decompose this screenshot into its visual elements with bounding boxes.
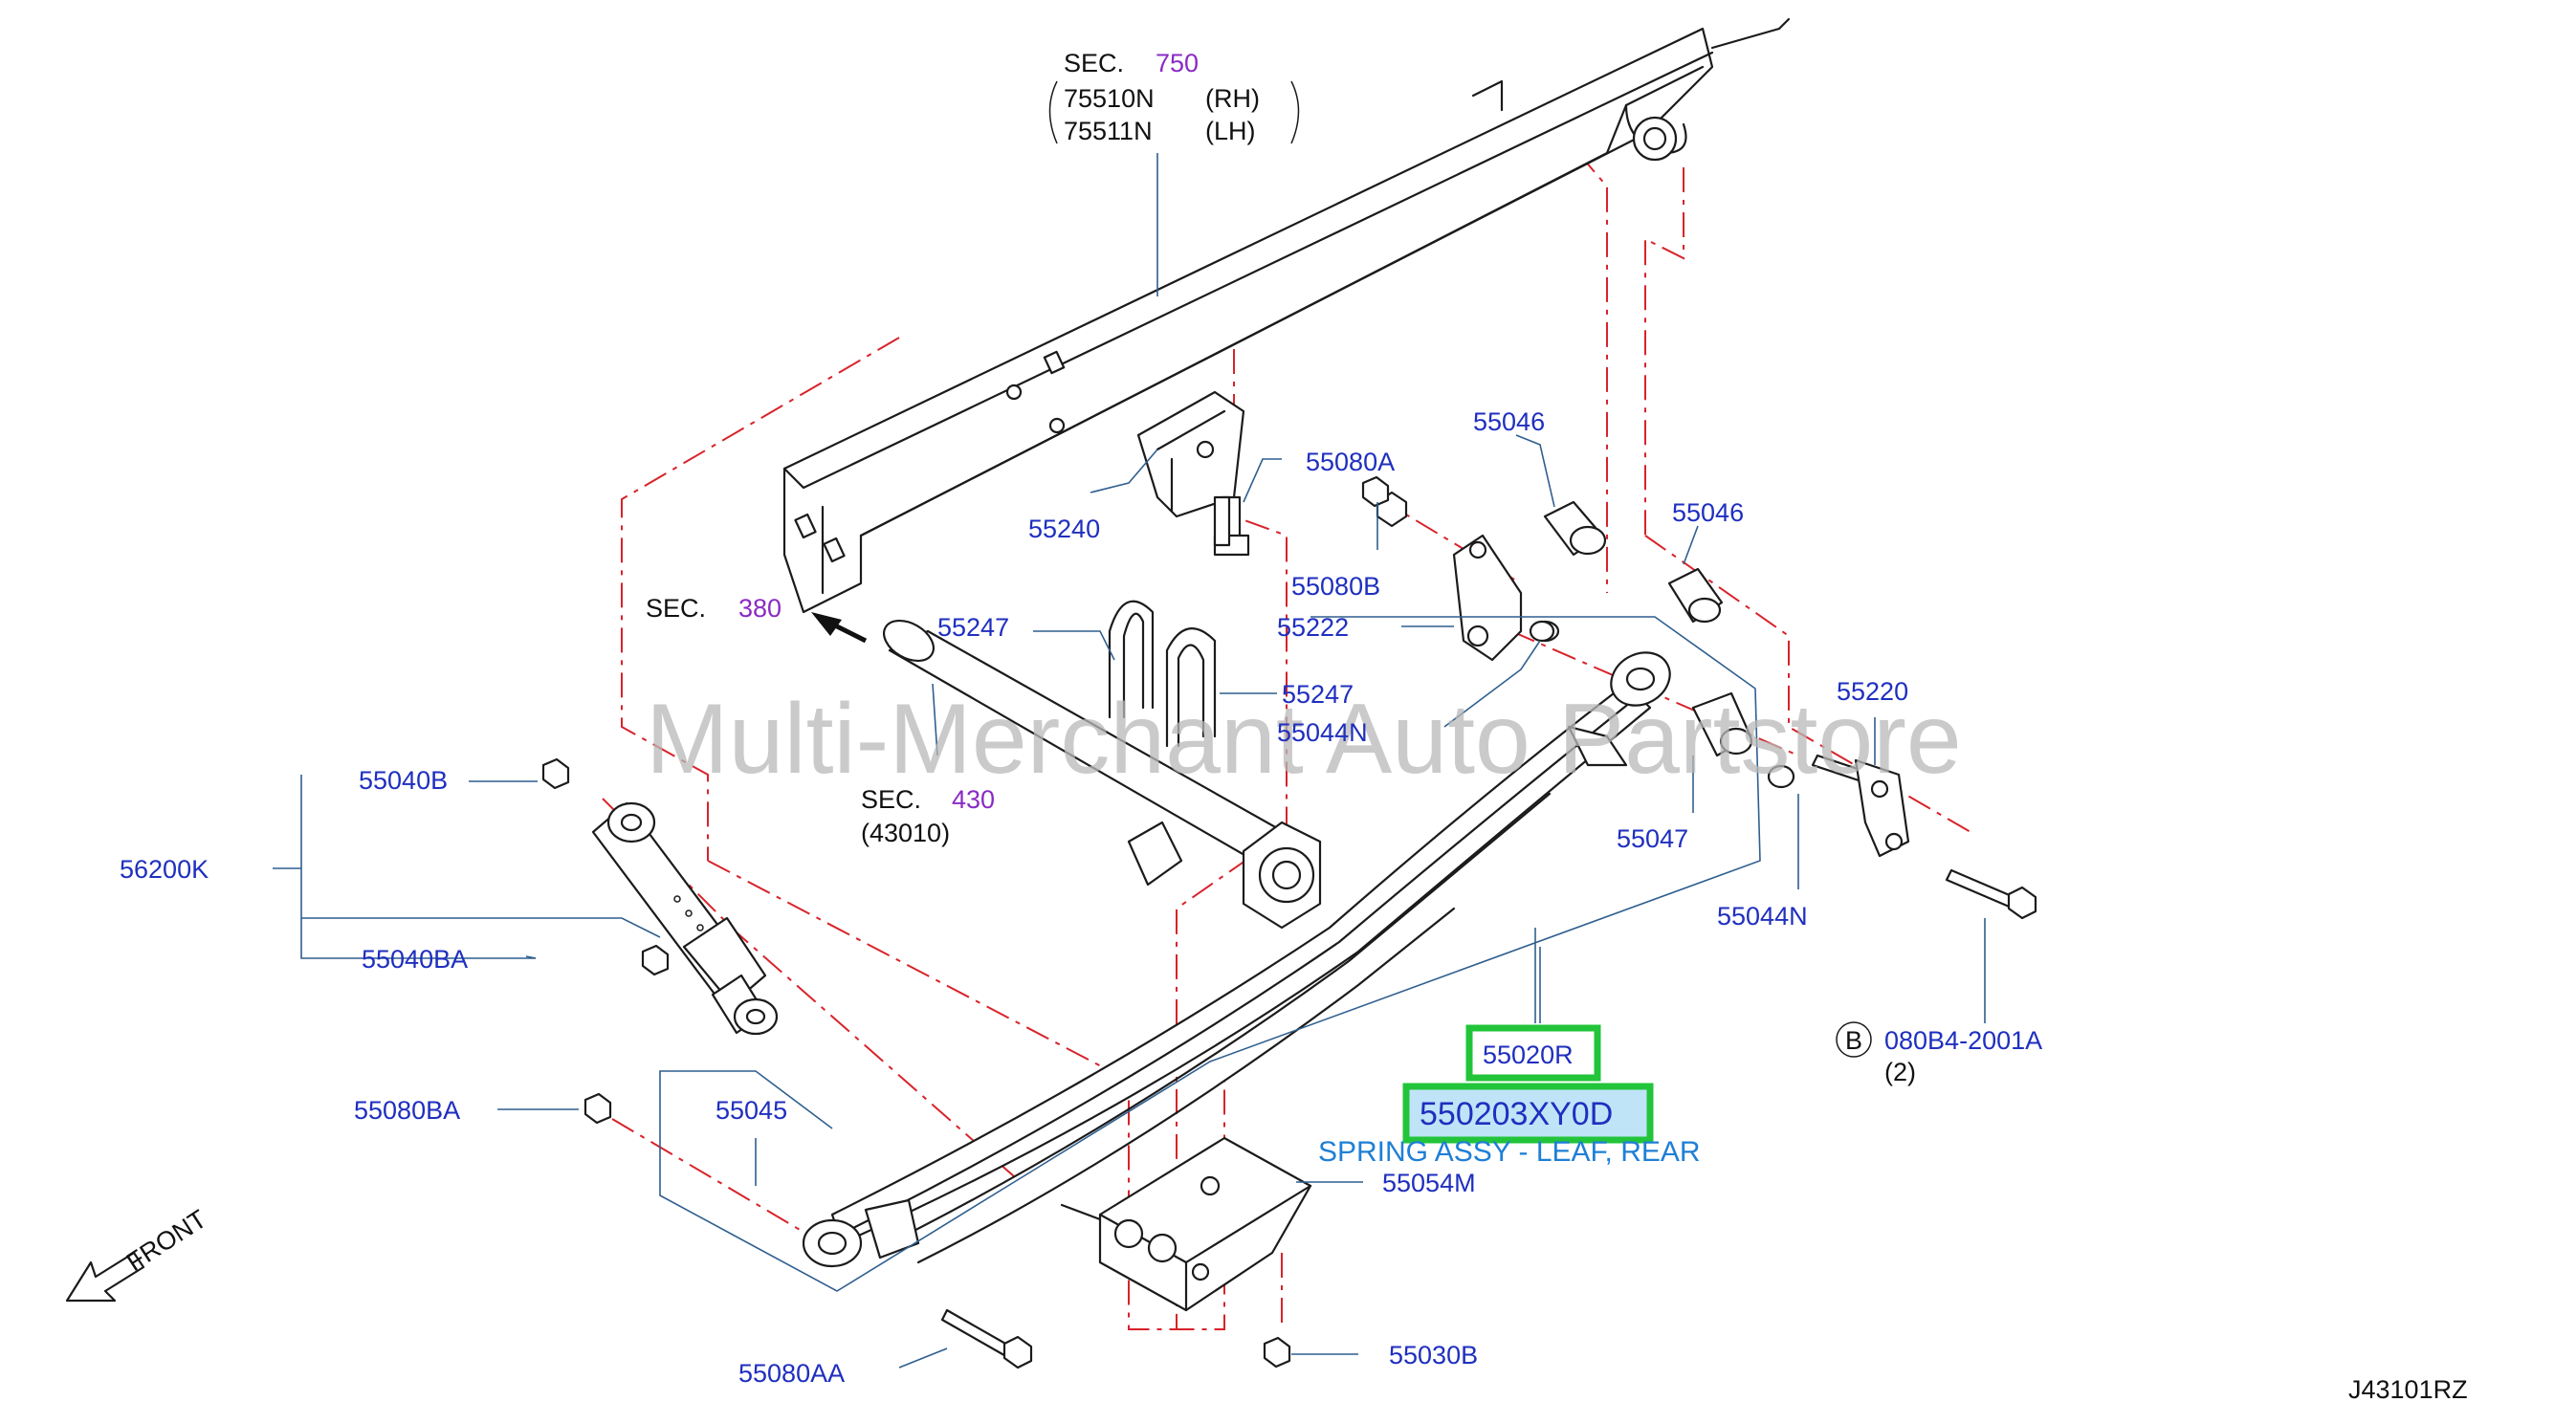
axle-tube [883,619,1322,930]
part-55054M[interactable]: 55054M [1382,1169,1476,1197]
frame-bracket-55240 [1136,390,1250,557]
part-55080A[interactable]: 55080A [1306,448,1395,476]
part-55044N-upper[interactable]: 55044N [1277,718,1368,747]
part-55044N-lower[interactable]: 55044N [1717,902,1808,931]
part-55046-right[interactable]: 55046 [1672,498,1744,527]
axle-ref-arrow-icon [811,612,868,644]
part-55047[interactable]: 55047 [1617,824,1688,853]
leaf-spring [802,651,1753,1268]
part-number-box[interactable] [1402,1083,1654,1144]
frame-part-rh[interactable]: 75510N [1064,84,1155,113]
frame-rail [782,17,1791,614]
sec-750-prefix[interactable]: SEC. [1064,49,1124,77]
part-55080B[interactable]: 55080B [1291,572,1380,601]
frame-side-rh: (RH) [1205,84,1260,113]
bolt-ref-letter: B [1845,1026,1862,1055]
part-55040BA[interactable]: 55040BA [362,945,468,974]
part-55030B[interactable]: 55030B [1389,1341,1478,1369]
shock-absorber [591,801,779,1036]
frame-part-lh[interactable]: 75511N [1064,117,1153,145]
bolt-ref-circle [1836,1021,1872,1058]
part-55020R-box[interactable] [1465,1024,1601,1082]
part-55247-lower[interactable]: 55247 [1282,680,1354,709]
watermark: Multi-Merchant Auto Partstore [646,684,1962,795]
bolt-ref-part[interactable]: 080B4-2001A [1884,1026,2042,1055]
sec-380-prefix[interactable]: SEC. [646,594,706,623]
sec-430-prefix[interactable]: SEC. [861,785,921,814]
leader-lines [273,153,1986,1369]
part-55080AA[interactable]: 55080AA [738,1359,845,1388]
frame-side-lh: (LH) [1205,117,1256,145]
part-number[interactable]: 550203XY0D [1420,1096,1613,1132]
part-55222[interactable]: 55222 [1277,613,1349,642]
part-55080BA[interactable]: 55080BA [354,1096,460,1125]
part-55247-upper[interactable]: 55247 [937,613,1009,642]
front-label: FRONT [121,1204,211,1277]
part-55240[interactable]: 55240 [1028,515,1100,543]
labels: SEC. 750 75510N (RH) 75511N (LH) 55080A … [120,49,2468,1404]
fasteners [541,475,2037,1369]
part-55220[interactable]: 55220 [1837,677,1908,706]
spring-seat [1060,1136,1312,1312]
part-description[interactable]: SPRING ASSY - LEAF, REAR [1318,1136,1701,1168]
bolt-ref-qty: (2) [1884,1058,1916,1086]
front-arrow-icon [65,1251,145,1303]
part-55020R[interactable]: 55020R [1483,1041,1574,1069]
highlight-callout[interactable]: 55020R 550203XY0D SPRING ASSY - LEAF, RE… [1318,1024,1701,1168]
sec-380-number[interactable]: 380 [738,594,782,623]
sec-430-sub: (43010) [861,819,950,847]
part-56200K[interactable]: 56200K [120,855,209,884]
diagram-code: J43101RZ [2348,1375,2468,1404]
u-bolts-55247 [1108,600,1217,748]
part-55045[interactable]: 55045 [716,1096,787,1125]
part-55046-upper[interactable]: 55046 [1473,407,1545,436]
sec-750-number[interactable]: 750 [1156,49,1199,77]
sec-430-number[interactable]: 430 [952,785,995,814]
part-55040B[interactable]: 55040B [359,766,448,795]
